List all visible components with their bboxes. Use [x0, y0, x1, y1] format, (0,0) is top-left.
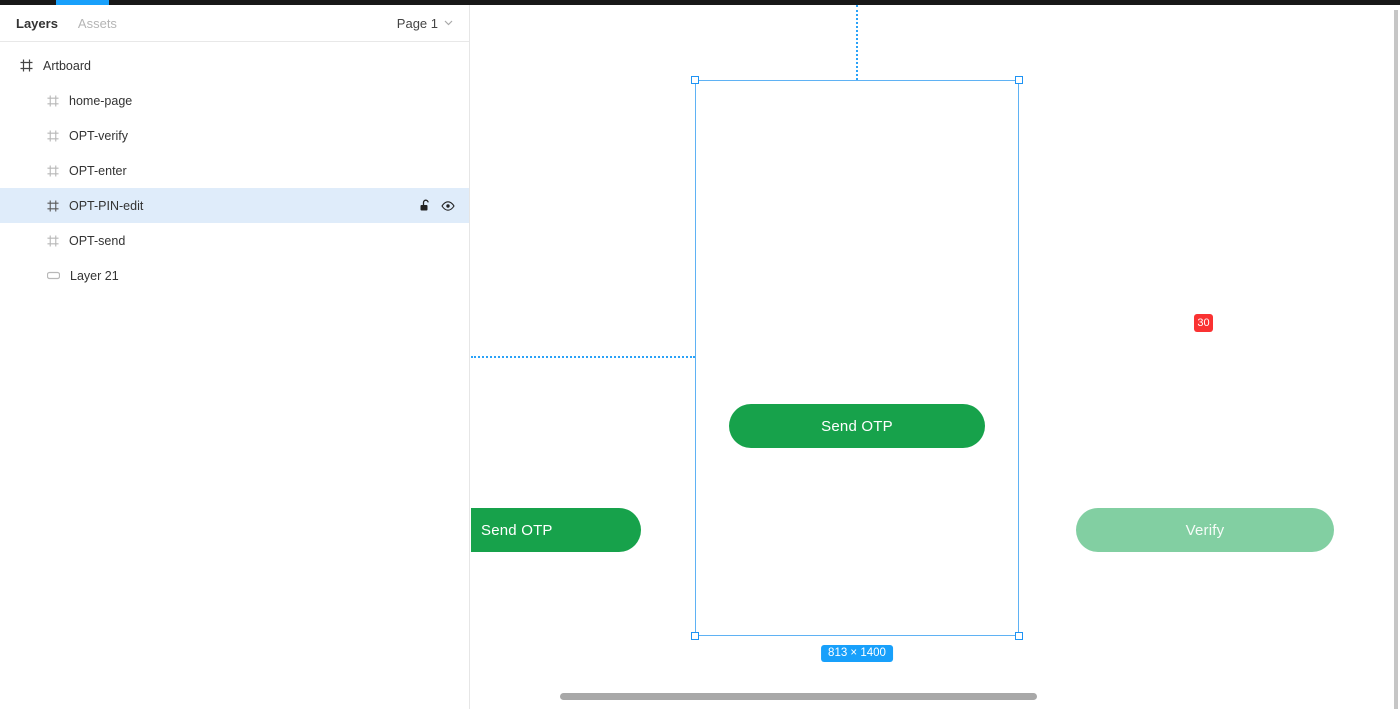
send-otp-button[interactable]: Send OTP — [729, 404, 985, 448]
layer-list: Artboard home-page OPT-verify OPT-enter — [0, 42, 469, 293]
layer-row-artboard[interactable]: Artboard — [0, 48, 469, 83]
resize-handle-bottom-left[interactable] — [691, 632, 699, 640]
verify-button[interactable]: Verify — [1076, 508, 1334, 552]
vertical-snap-guide — [856, 5, 858, 80]
layer-row-opt-enter[interactable]: OPT-enter — [0, 153, 469, 188]
page-selector-label: Page 1 — [396, 15, 438, 31]
layer-row-opt-verify[interactable]: OPT-verify — [0, 118, 469, 153]
horizontal-scrollbar[interactable] — [560, 693, 1037, 700]
layer-name: OPT-send — [69, 233, 126, 248]
top-bar-accent — [56, 0, 109, 5]
frame-icon — [47, 94, 59, 107]
layer-name: OPT-verify — [69, 128, 129, 143]
layer-name: Artboard — [43, 58, 91, 73]
page-selector[interactable]: Page 1 — [397, 16, 453, 31]
layer-row-layer-21[interactable]: Layer 21 — [0, 258, 469, 293]
resize-handle-top-right[interactable] — [1015, 76, 1023, 84]
tab-layers[interactable]: Layers — [16, 15, 58, 31]
rounded-rect-icon — [47, 269, 60, 282]
layer-row-actions — [419, 188, 455, 223]
annotation-badge[interactable]: 30 — [1194, 314, 1213, 332]
layer-name: home-page — [69, 93, 133, 108]
frame-icon — [47, 164, 59, 177]
layer-row-opt-pin-edit[interactable]: OPT-PIN-edit — [0, 188, 469, 223]
panel-tab-bar: Layers Assets Page 1 — [0, 5, 469, 42]
layer-row-home-page[interactable]: home-page — [0, 83, 469, 118]
frame-icon — [20, 59, 33, 72]
frame-icon — [47, 234, 59, 247]
selection-dimension-badge: 813 × 1400 — [821, 645, 893, 662]
unlock-icon[interactable] — [419, 199, 431, 212]
frame-icon — [47, 129, 59, 142]
resize-handle-bottom-right[interactable] — [1015, 632, 1023, 640]
vertical-scrollbar[interactable] — [1394, 10, 1398, 709]
layer-name: Layer 21 — [70, 268, 119, 283]
selected-artboard-frame[interactable] — [691, 76, 1023, 640]
tab-assets[interactable]: Assets — [77, 15, 117, 31]
layer-name: OPT-enter — [69, 163, 127, 178]
chevron-down-icon — [444, 20, 453, 26]
eye-icon[interactable] — [441, 200, 455, 211]
send-otp-button-clipped[interactable]: Send OTP — [471, 508, 641, 552]
top-bar — [0, 0, 1400, 5]
frame-icon — [47, 199, 59, 212]
layer-row-opt-send[interactable]: OPT-send — [0, 223, 469, 258]
horizontal-snap-guide — [471, 356, 695, 358]
layers-panel: Layers Assets Page 1 Artboard — [0, 5, 470, 709]
layer-name: OPT-PIN-edit — [69, 198, 144, 213]
resize-handle-top-left[interactable] — [691, 76, 699, 84]
